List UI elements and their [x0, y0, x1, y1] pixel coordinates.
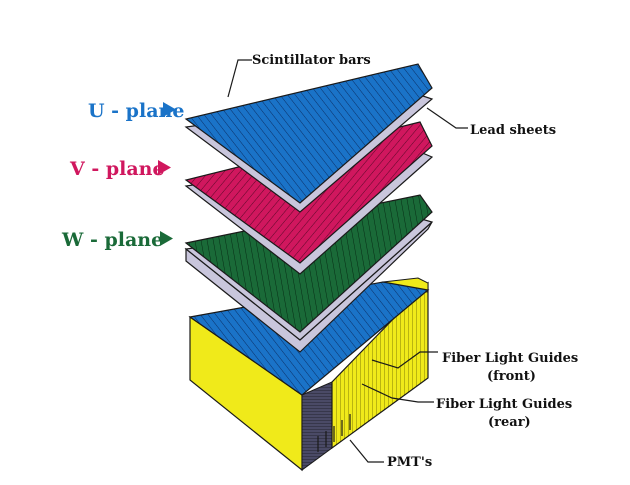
fiber-rear-label-line2: (rear)	[488, 415, 531, 430]
leader-fiber-front	[371, 351, 438, 369]
scintillator-bars-label: Scintillator bars	[252, 53, 371, 68]
fiber-front-label-line2: (front)	[487, 369, 536, 384]
leader-fiber-rear	[361, 383, 434, 403]
leader-lines	[227, 59, 468, 463]
leader-lead	[426, 107, 468, 129]
triangle-right-icon	[160, 231, 173, 246]
pmt-pins	[317, 414, 351, 452]
u-plane-label: U - plane	[88, 100, 184, 122]
fiber-front-label-line1: Fiber Light Guides	[442, 351, 578, 366]
w-plane-label: W - plane	[61, 229, 163, 251]
v-plane-label: V - plane	[69, 158, 165, 180]
leader-pmt	[349, 439, 384, 463]
leader-scintillator	[227, 59, 252, 98]
u-plane-layer	[184, 63, 433, 204]
triangle-right-icon	[163, 102, 176, 117]
pmt-label: PMT's	[387, 455, 432, 470]
fiber-rear-label-line1: Fiber Light Guides	[436, 397, 572, 412]
triangle-right-icon	[158, 160, 171, 175]
module-stack-face	[301, 381, 333, 471]
lead-sheets-label: Lead sheets	[470, 123, 556, 138]
